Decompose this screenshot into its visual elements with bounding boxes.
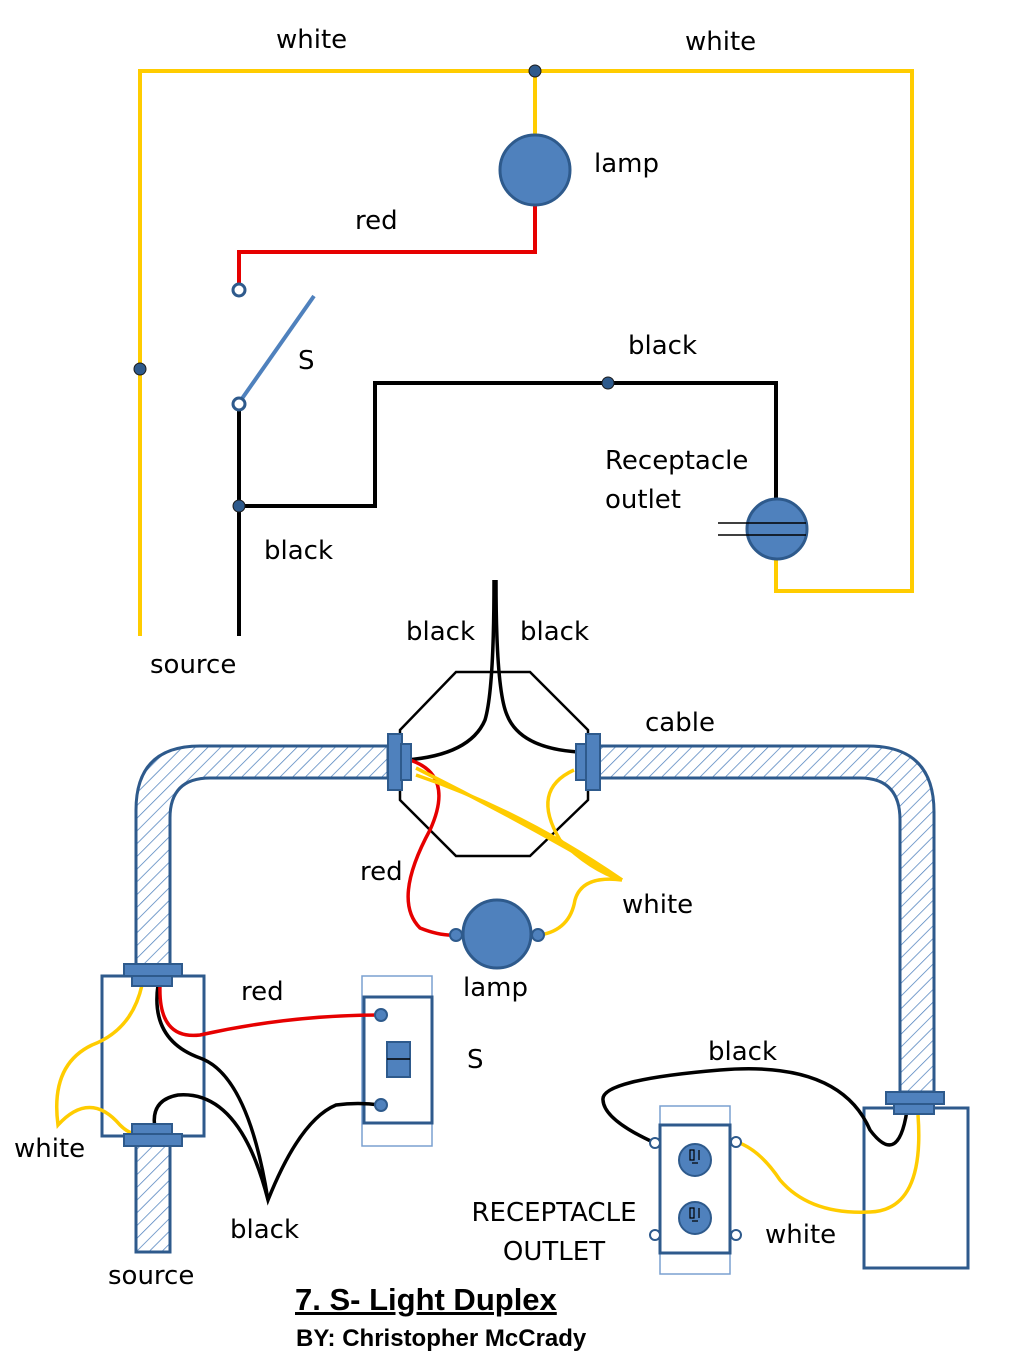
lamp-symbol xyxy=(498,133,572,207)
label-cable: cable xyxy=(645,708,715,738)
black-wire-switch-2 xyxy=(152,1093,381,1206)
receptacle-terminal-lt xyxy=(649,1137,661,1149)
label-switch-wiring: S xyxy=(467,1045,484,1075)
black-wire-receptacle xyxy=(601,1067,910,1147)
receptacle-socket-top xyxy=(678,1143,712,1177)
junction-dot-black xyxy=(232,499,246,513)
black-wire-switch-1 xyxy=(155,984,270,1201)
schematic xyxy=(133,64,914,636)
switch-terminal-top-screw xyxy=(374,1008,388,1022)
switch-blade xyxy=(239,294,316,402)
label-black-left: black xyxy=(264,536,334,566)
receptacle-symbol xyxy=(745,497,809,561)
receptacle-socket-bottom xyxy=(678,1201,712,1235)
label-white-right: white xyxy=(622,890,694,920)
junction-dot-left xyxy=(133,362,147,376)
diagram-author: BY: Christopher McCrady xyxy=(296,1325,587,1352)
label-receptacle-wiring: RECEPTACLE OUTLET xyxy=(471,1198,637,1267)
label-white-top-left: white xyxy=(276,25,348,55)
label-red-upper: red xyxy=(360,857,403,887)
switch-box xyxy=(100,974,206,1138)
receptacle-box xyxy=(862,1106,970,1270)
clamp-receptaclebox xyxy=(885,1091,945,1105)
label-source-wiring: source xyxy=(108,1261,195,1291)
label-white-top-right: white xyxy=(685,27,757,57)
label-black-bottom: black xyxy=(230,1215,300,1245)
lamp-terminal-left xyxy=(449,928,463,942)
clamp-switchbox-bottom-nut xyxy=(131,1123,173,1135)
label-junction-black-right: black xyxy=(520,617,590,647)
clamp-switchbox-top xyxy=(123,963,183,977)
label-lamp-schematic: lamp xyxy=(594,149,659,179)
socket-slots xyxy=(689,1149,700,1222)
label-junction-black-left: black xyxy=(406,617,476,647)
black-wire-receptacle xyxy=(239,381,778,508)
clamp-switchbox-top-nut xyxy=(131,975,173,987)
clamp-box-right xyxy=(585,733,601,791)
label-switch-schematic: S xyxy=(298,346,315,376)
junction-box xyxy=(398,670,590,858)
clamp-box-left-nut xyxy=(400,743,412,781)
black-wire-lead-1 xyxy=(405,579,496,762)
wiring xyxy=(54,579,970,1275)
label-lamp-wiring: lamp xyxy=(463,973,528,1003)
diagram-title: 7. S- Light Duplex xyxy=(295,1282,557,1317)
clamp-box-right-nut xyxy=(575,743,587,781)
clamp-box-left xyxy=(387,733,403,791)
lamp-fixture xyxy=(461,898,533,970)
receptacle-terminal-rb xyxy=(730,1229,742,1241)
black-wire-lead-2 xyxy=(494,579,579,754)
junction-dot-right xyxy=(601,376,615,390)
red-wire-schematic xyxy=(237,205,537,284)
junction-dot-top xyxy=(528,64,542,78)
white-wire-source xyxy=(138,69,914,636)
white-wire-box-3 xyxy=(546,768,623,882)
label-red-schematic: red xyxy=(355,206,398,236)
receptacle-terminal-lb xyxy=(649,1229,661,1241)
switch-terminal-bottom xyxy=(231,396,247,412)
label-white-left: white xyxy=(14,1134,86,1164)
receptacle-terminal-rt xyxy=(730,1136,742,1148)
clamp-switchbox-bottom xyxy=(123,1133,183,1147)
white-wire-receptacle xyxy=(736,1114,921,1214)
clamp-receptaclebox-nut xyxy=(893,1103,935,1115)
switch-terminal-top xyxy=(231,282,247,298)
label-white-receptacle: white xyxy=(765,1220,837,1250)
white-wire-switchbox xyxy=(54,984,147,1135)
label-black-receptacle: black xyxy=(708,1037,778,1067)
white-wire-lamp xyxy=(539,877,623,937)
label-receptacle-schematic: Receptacle outlet xyxy=(605,446,749,515)
white-wire-box-2 xyxy=(415,773,623,882)
lamp-terminal-right xyxy=(531,928,545,942)
label-black-right: black xyxy=(628,331,698,361)
label-source-schematic: source xyxy=(150,650,237,680)
switch-terminal-bottom-screw xyxy=(374,1098,388,1112)
red-wire-switch xyxy=(158,984,381,1038)
label-red-lower: red xyxy=(241,977,284,1007)
